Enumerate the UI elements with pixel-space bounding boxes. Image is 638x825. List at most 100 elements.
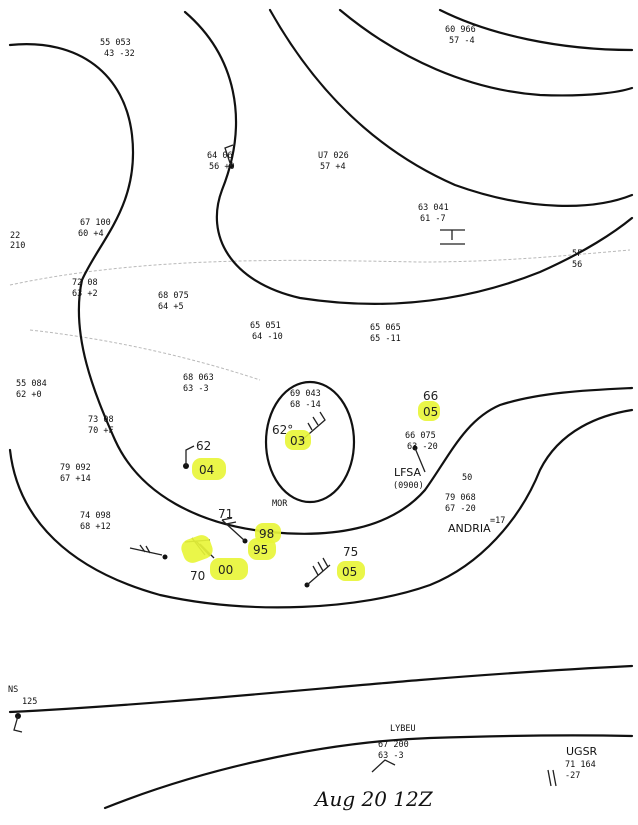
highlight-value: 95	[253, 543, 268, 557]
station-value: 125	[22, 697, 37, 707]
station-line: 68 063	[183, 373, 214, 383]
station-line: 66 075	[405, 431, 436, 441]
wind-barb	[129, 544, 163, 556]
highlighted-values: 05 03 04 98 95 00 05	[181, 401, 440, 581]
isobar	[103, 734, 634, 810]
isobar	[183, 10, 634, 305]
highlight-value: 04	[199, 463, 214, 477]
station-model: 65 065 65 -11	[370, 323, 401, 344]
station-line: 67 100	[80, 218, 111, 228]
station-line: 65 051	[250, 321, 281, 331]
station-id: NS	[8, 685, 18, 695]
station-id: LYBEU	[390, 724, 416, 734]
station-model: 22 210	[10, 231, 25, 251]
station-line: 61 -7	[420, 214, 446, 224]
station-line: 60 966	[445, 25, 476, 35]
station-line: -27	[565, 771, 580, 781]
station-model: 69 043 68 -14	[290, 389, 321, 410]
annotation: 70	[190, 569, 205, 583]
highlight-value: 03	[290, 434, 305, 448]
station-line: 63 -3	[183, 384, 209, 394]
station-model: 79 068 67 -20	[445, 493, 476, 514]
station-line: 64 06	[207, 151, 233, 161]
closed-isobar	[264, 380, 356, 504]
station-line: 43 -32	[104, 49, 135, 59]
map-caption: Aug 20 12Z	[313, 787, 434, 811]
station-model: 60 966 57 -4	[445, 25, 476, 46]
highlight	[418, 401, 440, 421]
isobar	[268, 8, 634, 207]
highlight-value: 05	[423, 405, 438, 419]
wind-barbs	[13, 144, 557, 787]
station-id: LFSA	[394, 466, 421, 479]
station-model: 55 053 43 -32	[100, 38, 135, 59]
station-model: U7 026 57 +4	[318, 151, 349, 172]
station-model: 50 =17	[462, 473, 505, 526]
station-line: 64 -10	[252, 332, 283, 342]
station-line: 55 084	[16, 379, 47, 389]
isobar	[438, 8, 634, 52]
isobar	[338, 8, 634, 97]
station-id: UGSR	[566, 745, 598, 758]
annotations: 66 62 62° 71 70 75 LFSA (0900) ANDRIA LY…	[8, 389, 598, 758]
station-model: 65 051 64 -10	[250, 321, 283, 342]
station-id: ANDRIA	[448, 522, 491, 535]
wind-barb	[185, 445, 195, 466]
station-model: 72 08 63 +2	[72, 278, 98, 299]
wind-barb	[414, 447, 426, 473]
station-line: 62 +0	[16, 390, 42, 400]
station-line: U7 026	[318, 151, 349, 161]
station-line: 56 +0	[209, 162, 235, 172]
station-line: 70 +F	[88, 426, 114, 436]
station-line: 64 +5	[158, 302, 184, 312]
wind-barb	[224, 144, 234, 167]
station-line: 210	[10, 241, 25, 251]
annotation: 66	[423, 389, 438, 403]
station-line: 79 092	[60, 463, 91, 473]
wind-barb	[221, 517, 246, 542]
station-line: 69 043	[290, 389, 321, 399]
station-line: 63 -3	[378, 751, 404, 761]
highlight	[285, 430, 311, 450]
station-line: 67 +14	[60, 474, 91, 484]
station-id: MOR	[272, 499, 288, 509]
station-line: 56	[572, 260, 582, 270]
station-line: 57 +4	[320, 162, 346, 172]
station-line: 73 08	[88, 415, 114, 425]
station-time: (0900)	[393, 481, 424, 491]
station-line: 67 200	[378, 740, 409, 750]
station-plots: 55 053 43 -32 60 966 57 -4 64 06 56 +0 U…	[10, 25, 596, 781]
annotation: 71	[218, 507, 233, 521]
faint-line	[9, 249, 631, 286]
station-line: 74 098	[80, 511, 111, 521]
station-line: 63 +2	[72, 289, 98, 299]
station-model: 67 100 60 +4	[78, 218, 111, 239]
station-line: 65 -11	[370, 334, 401, 344]
station-model: 63 041 61 -7	[418, 203, 449, 224]
wind-barb	[13, 715, 23, 733]
station-line: =17	[490, 516, 505, 526]
highlight-value: 00	[218, 563, 233, 577]
station-dot	[162, 554, 168, 560]
station-line: 65 065	[370, 323, 401, 333]
station-model: 64 06 56 +0	[207, 151, 235, 172]
station-model: 68 075 64 +5	[158, 291, 189, 312]
highlight	[192, 458, 226, 480]
station-model: 79 092 67 +14	[60, 463, 91, 484]
station-line: 79 068	[445, 493, 476, 503]
highlight	[248, 538, 276, 560]
isobar	[8, 408, 634, 609]
station-model: 68 063 63 -3	[183, 373, 214, 394]
annotation: 62	[196, 439, 211, 453]
station-line: 57 -4	[449, 36, 475, 46]
station-line: 68 075	[158, 291, 189, 301]
isobar	[8, 664, 634, 714]
station-line: 55 053	[100, 38, 131, 48]
highlight	[210, 558, 248, 580]
highlight	[181, 535, 213, 563]
wind-barb	[371, 759, 396, 773]
faint-line	[29, 329, 261, 381]
station-model: 66 075 63 -20	[405, 431, 438, 452]
station-model: 71 164 -27	[565, 760, 596, 781]
station-line: 71 164	[565, 760, 596, 770]
